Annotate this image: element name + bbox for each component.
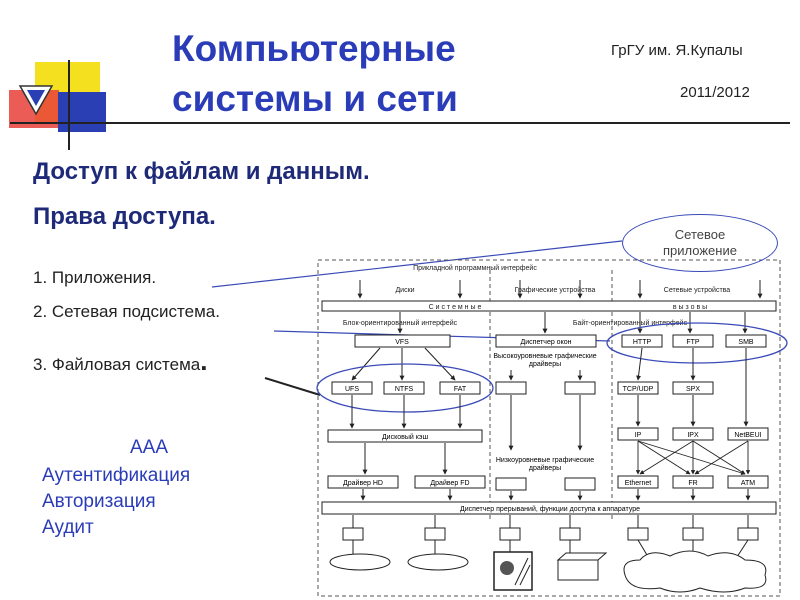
box-ftp (672, 334, 714, 348)
box-netbeui (727, 427, 769, 441)
api-label: Прикладной программный интерфейс (413, 264, 537, 272)
diagram-frame (317, 259, 781, 597)
syscalls-bar (321, 300, 777, 312)
academic-year: 2011/2012 (680, 84, 750, 101)
box-ftp-label: FTP (686, 339, 700, 346)
box-ipx-label: IPX (687, 432, 699, 439)
box-fat (439, 381, 481, 395)
box-ntfs-label: NTFS (395, 386, 414, 393)
disk-hd-icon (329, 553, 391, 571)
aaa-item-audit: Аудит (42, 517, 94, 538)
box-ntfs (383, 381, 425, 395)
box-driver-hd-label: Драйвер HD (343, 479, 383, 487)
box-spx-label: SPX (686, 386, 700, 393)
box-vfs (354, 334, 451, 348)
box-ip-label: IP (635, 432, 642, 439)
top-label-disks: Диски (395, 287, 414, 294)
ll-drivers-label-2: драйверы (529, 464, 561, 472)
syscalls-label-right: в ы з о в ы (673, 304, 707, 311)
network-cloud-icon (623, 550, 767, 593)
box-ethernet-label: Ethernet (625, 480, 652, 487)
box-fat-label: FAT (454, 386, 467, 393)
top-arrows (357, 280, 763, 299)
box-disk-cache-label: Дисковый кэш (382, 433, 429, 441)
box-ip (617, 427, 659, 441)
box-vfs-label: VFS (395, 339, 409, 346)
aaa-item-authorization: Авторизация (42, 491, 156, 512)
box-smb (725, 334, 767, 348)
box-tcpudp (617, 381, 659, 395)
disk-fd-icon (407, 553, 469, 571)
ll-drivers-label-1: Низкоуровневые графические (496, 457, 594, 464)
box-netbeui-label: NetBEUI (734, 432, 761, 439)
box-atm (727, 475, 769, 489)
top-label-network: Сетевые устройства (664, 286, 730, 294)
byte-iface-label: Байт-ориентированный интерфейс (573, 319, 688, 327)
box-http-label: HTTP (633, 339, 652, 346)
aaa-item-authentication: Аутентификация (42, 465, 191, 486)
box-atm-label: ATM (741, 480, 755, 487)
box-ufs (331, 381, 373, 395)
box-hl-driver-1 (495, 381, 527, 395)
box-driver-fd-label: Драйвер FD (430, 479, 469, 487)
header-divider (10, 122, 790, 124)
hardware-controllers (342, 527, 759, 541)
network-highlight-ellipse (606, 322, 788, 364)
box-driver-fd (414, 475, 486, 489)
filesystem-highlight-ellipse (316, 363, 494, 413)
section-heading-1: Доступ к файлам и данным. (33, 158, 370, 185)
syscalls-label-left: С и с т е м н ы е (429, 304, 482, 311)
box-window-manager (495, 334, 597, 348)
hl-drivers-label-1: Высокоуровневые графические (493, 353, 596, 360)
hl-drivers-label-2: драйверы (529, 360, 561, 368)
box-spx (672, 381, 714, 395)
box-disk-cache (327, 429, 483, 443)
box-hl-driver-2 (564, 381, 596, 395)
device-box-icon (557, 559, 599, 581)
box-interrupt-manager-label: Диспетчер прерываний, функции доступа к … (460, 505, 640, 513)
section-heading-2: Права доступа. (33, 203, 216, 230)
box-interrupt-manager (321, 501, 777, 515)
list-item-network-subsystem: 2. Сетевая подсистема. (33, 302, 220, 321)
box-ipx (672, 427, 714, 441)
org-name: ГрГУ им. Я.Купалы (611, 42, 743, 59)
list-item-applications: 1. Приложения. (33, 268, 157, 287)
box-window-manager-label: Диспетчер окон (521, 339, 572, 346)
box-ethernet (617, 475, 659, 489)
network-cross-arrows (635, 440, 751, 475)
pointer-line-filesystem (264, 377, 321, 396)
box-driver-hd (327, 475, 399, 489)
box-tcpudp-label: TCP/UDP (623, 386, 654, 393)
box-http (621, 334, 663, 348)
box-ll-driver-1 (495, 477, 527, 491)
box-fr-label: FR (688, 480, 697, 487)
box-fr (672, 475, 714, 489)
list-item-file-system: 3. Файловая система. (33, 346, 208, 376)
emblem-icon (18, 85, 54, 116)
box-ufs-label: UFS (345, 386, 359, 393)
box-ll-driver-2 (564, 477, 596, 491)
top-label-graphics: Графические устройства (515, 286, 596, 294)
pointer-line-applications (211, 240, 623, 288)
page-title: Компьютерные системы и сети (172, 28, 458, 119)
aaa-title: ААА (130, 437, 169, 458)
box-smb-label: SMB (738, 339, 754, 346)
